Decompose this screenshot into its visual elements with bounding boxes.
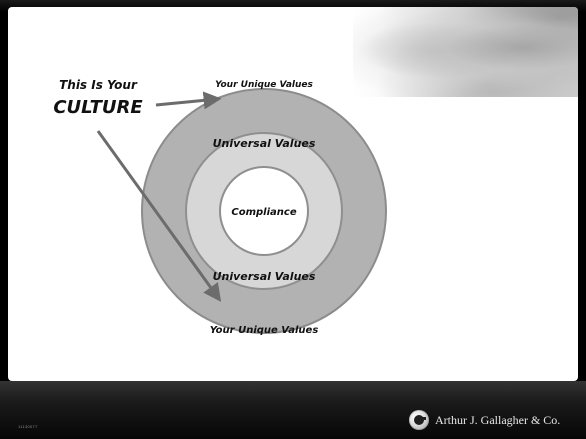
gallagher-logo-icon bbox=[409, 410, 429, 430]
culture-diagram: This Is Your CULTURE Your Unique Values … bbox=[53, 78, 387, 336]
universal-values-label-bottom: Universal Values bbox=[213, 270, 316, 283]
footer-company-name: Arthur J. Gallagher & Co. bbox=[435, 413, 561, 427]
diagram-title-line-2: CULTURE bbox=[53, 97, 143, 118]
culture-arrow-top bbox=[155, 91, 222, 110]
outer-values-label-top: Your Unique Values bbox=[215, 80, 313, 90]
universal-values-label-top: Universal Values bbox=[213, 137, 316, 150]
footer-code: 11130077 bbox=[18, 424, 38, 429]
compliance-label: Compliance bbox=[231, 207, 296, 218]
slide-canvas: This Is Your CULTURE Your Unique Values … bbox=[8, 7, 578, 381]
compliance-core bbox=[219, 166, 309, 256]
outer-values-label-bottom: Your Unique Values bbox=[210, 325, 319, 336]
cloud-image bbox=[353, 7, 578, 97]
diagram-title-line-1: This Is Your bbox=[59, 78, 138, 92]
culture-arrow-bottom bbox=[96, 130, 222, 302]
footer-bar bbox=[0, 381, 586, 439]
